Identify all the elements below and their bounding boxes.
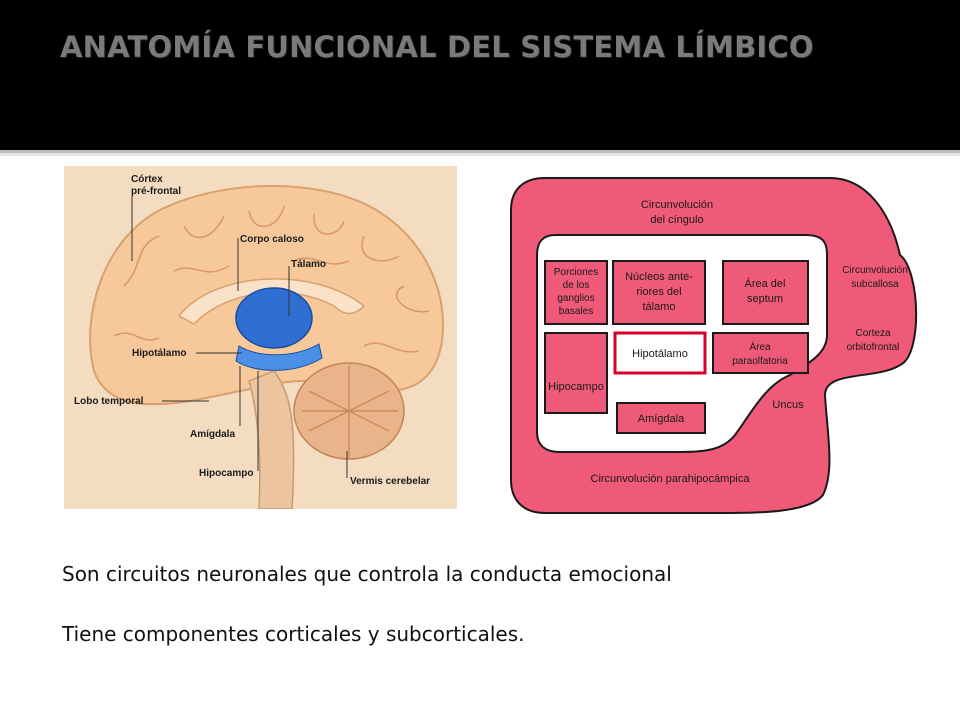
box-amigdala [616,402,706,434]
label-area-septum-2: septum [747,293,783,305]
label-lobo-temporal: Lobo temporal [74,396,144,407]
label-hipocampo: Hipocampo [199,468,253,479]
label-cingulo-1: Circunvolución [641,199,713,211]
label-amigdala: Amígdala [190,429,235,440]
body-line-1: Son circuitos neuronales que controla la… [62,562,672,586]
label-area-septum-1: Área del [745,277,786,290]
label-corteza-2: orbitofrontal [847,342,900,353]
label-hipotalamo: Hipotálamo [132,348,186,359]
label-corpo-caloso: Corpo caloso [240,234,304,245]
title-bar: ANATOMÍA FUNCIONAL DEL SISTEMA LÍMBICO [0,0,960,156]
cortical-gyri [113,205,430,353]
brainstem [248,370,295,509]
label-cortex-line1: Córtex [131,174,163,185]
label-uncus: Uncus [772,399,804,411]
label-porciones-2: de los [563,280,590,291]
label-subcallosa-2: subcallosa [851,279,899,290]
body-line-2: Tiene componentes corticales y subcortic… [62,622,525,646]
corpus-callosum [177,278,366,325]
cingulate-parahippocampal-ring [510,177,918,514]
label-subcallosa-1: Circunvolución [842,265,908,276]
label-cortex-line2: pré-frontal [131,186,181,197]
label-corteza-1: Corteza [855,328,890,339]
label-amigdala: Amígdala [638,413,685,425]
hypothalamus-band [235,343,323,371]
title-divider [0,150,960,153]
limbic-circuit-diagram: Circunvolución del cíngulo Porciones de … [510,177,918,514]
label-porciones-3: ganglios [557,293,594,304]
label-cingulo-2: del cíngulo [650,214,703,226]
cerebellar-folia [302,366,398,458]
box-hipocampo [544,332,608,414]
box-porciones-ganglios-basales [544,260,608,325]
label-leader-lines [131,196,348,478]
label-nucleos-2: riores del [636,286,681,298]
label-talamo: Tálamo [291,259,326,270]
label-nucleos-3: tálamo [642,301,675,313]
box-nucleos-anteriores-talamo [612,260,706,325]
label-vermis: Vermis cerebelar [350,476,430,487]
box-hipotalamo [613,331,707,375]
box-area-paraolfatoria [712,332,809,374]
label-parahipocampica: Circunvolución parahipocámpica [591,473,751,485]
label-hipotalamo: Hipotálamo [632,348,688,360]
slide-title: ANATOMÍA FUNCIONAL DEL SISTEMA LÍMBICO [60,30,814,64]
thalamus [235,287,313,349]
label-porciones-1: Porciones [554,267,598,278]
label-hipocampo: Hipocampo [548,381,604,393]
label-nucleos-1: Núcleos ante- [625,271,693,283]
box-area-septum [722,260,809,325]
label-paraolfatoria-1: Área [749,340,771,353]
title-divider-light [0,153,960,156]
label-paraolfatoria-2: paraolfatoria [732,356,788,367]
label-porciones-4: basales [559,306,593,317]
brain-sagittal-diagram: Córtex pré-frontal Corpo caloso Tálamo H… [64,166,457,509]
